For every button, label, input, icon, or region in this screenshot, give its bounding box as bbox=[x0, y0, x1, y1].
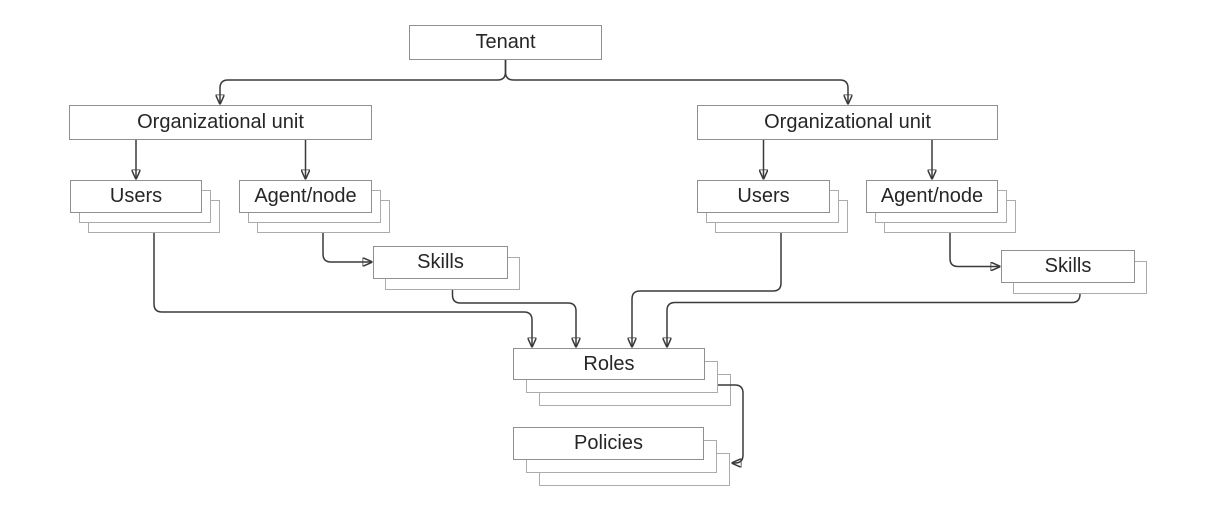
node-users-left: Users bbox=[70, 180, 220, 233]
node-skills-right: Skills bbox=[1001, 250, 1147, 294]
node-roles: Roles bbox=[513, 348, 731, 406]
node-tenant: Tenant bbox=[409, 25, 602, 60]
node-skills-left-label: Skills bbox=[373, 246, 508, 279]
edge-users-right-to-roles bbox=[632, 233, 782, 347]
node-organizational-unit-left-label: Organizational unit bbox=[69, 105, 372, 140]
node-organizational-unit-left: Organizational unit bbox=[69, 105, 372, 140]
node-tenant-label: Tenant bbox=[409, 25, 602, 60]
node-organizational-unit-right-label: Organizational unit bbox=[697, 105, 998, 140]
node-skills-right-label: Skills bbox=[1001, 250, 1135, 283]
node-agent-node-right: Agent/node bbox=[866, 180, 1016, 233]
node-agent-node-right-label: Agent/node bbox=[866, 180, 998, 213]
node-users-right-label: Users bbox=[697, 180, 830, 213]
node-skills-left: Skills bbox=[373, 246, 520, 290]
node-roles-label: Roles bbox=[513, 348, 705, 380]
node-agent-node-left-label: Agent/node bbox=[239, 180, 372, 213]
node-agent-node-left: Agent/node bbox=[239, 180, 390, 233]
edge-skills-left-to-roles bbox=[451, 290, 577, 347]
node-organizational-unit-right: Organizational unit bbox=[697, 105, 998, 140]
edge-agent-right-to-skills-right bbox=[949, 233, 1000, 267]
node-users-right: Users bbox=[697, 180, 848, 233]
edge-tenant-to-ou-left bbox=[220, 60, 507, 104]
node-policies-label: Policies bbox=[513, 427, 704, 460]
edge-agent-left-to-skills-left bbox=[322, 233, 372, 262]
edge-skills-right-to-roles bbox=[667, 293, 1081, 347]
node-users-left-label: Users bbox=[70, 180, 202, 213]
node-policies: Policies bbox=[513, 427, 730, 486]
edge-tenant-to-ou-right bbox=[504, 60, 849, 104]
